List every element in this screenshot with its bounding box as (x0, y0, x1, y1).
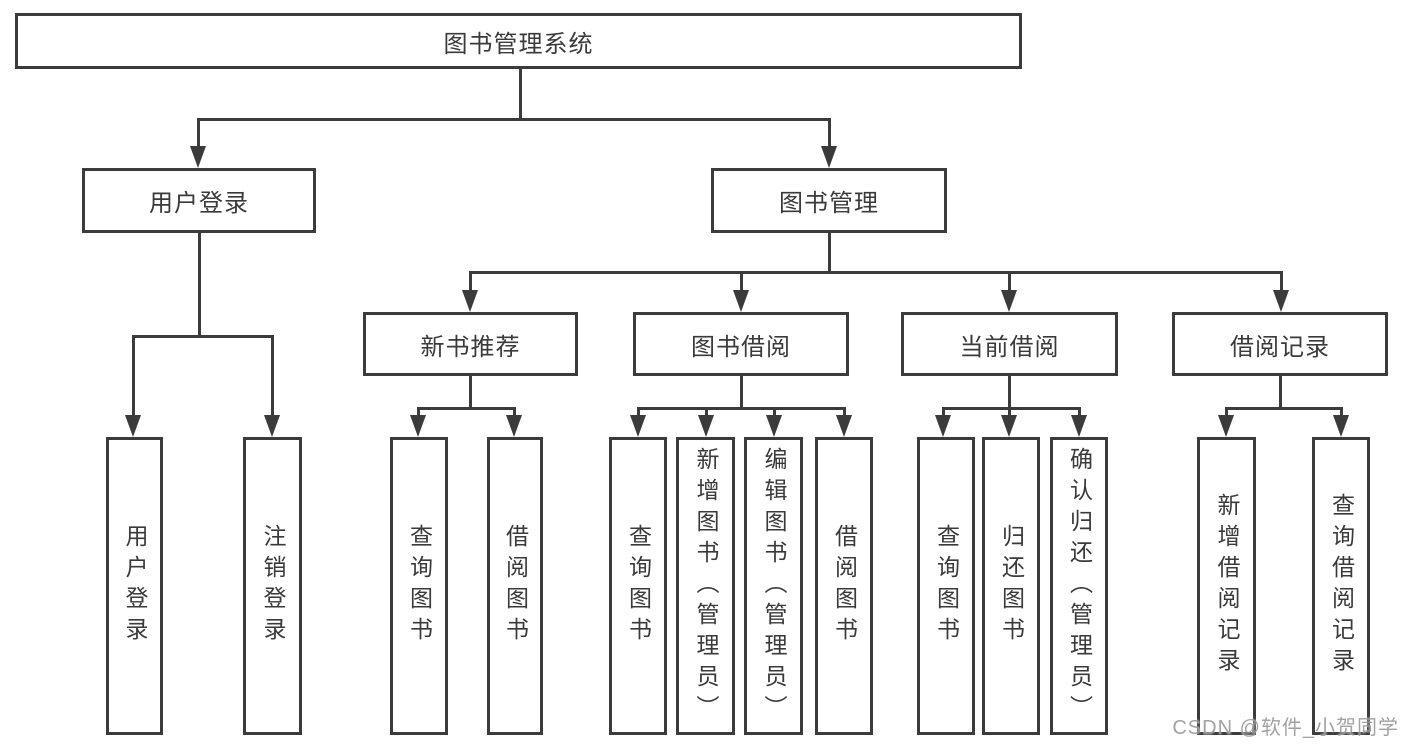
connector-line (843, 407, 846, 417)
leaf-add-borrow-record: 新增借阅记录 (1197, 437, 1256, 735)
arrow-down-icon (410, 415, 426, 437)
leaf-query-books-current: 查询图书 (917, 437, 975, 735)
leaf-borrow-books: 借阅图书 (815, 437, 873, 735)
node-new-book-recommendation: 新书推荐 (363, 312, 578, 376)
connector-line (705, 407, 708, 417)
leaf-borrow-books-recommend: 借阅图书 (487, 437, 543, 735)
leaf-query-borrow-record: 查询借阅记录 (1312, 437, 1370, 735)
connector-line (637, 407, 844, 410)
connector-line (469, 271, 472, 291)
arrow-down-icon (125, 415, 141, 437)
connector-line (519, 69, 522, 118)
leaf-query-books-borrowing: 查询图书 (609, 437, 667, 735)
leaf-confirm-return-admin: 确认归还（管理员） (1050, 437, 1108, 735)
arrow-down-icon (1218, 415, 1234, 437)
connector-line (417, 407, 515, 410)
connector-line (828, 118, 831, 148)
arrow-down-icon (264, 415, 280, 437)
connector-line (637, 407, 640, 417)
node-book-management: 图书管理 (711, 168, 947, 233)
leaf-edit-books-admin: 编辑图书（管理员） (744, 437, 803, 735)
connector-line (1008, 271, 1011, 291)
connector-line (469, 271, 1282, 274)
leaf-return-books: 归还图书 (982, 437, 1040, 735)
connector-line (513, 407, 516, 417)
connector-line (198, 233, 201, 335)
connector-line (1279, 376, 1282, 407)
connector-line (132, 335, 135, 417)
watermark: CSDN @软件_小贺同学 (1172, 717, 1399, 739)
node-current-borrowing: 当前借阅 (901, 312, 1118, 376)
connector-line (740, 271, 743, 291)
arrow-down-icon (766, 415, 782, 437)
connector-line (942, 407, 945, 417)
connector-line (417, 407, 420, 417)
arrow-down-icon (836, 415, 852, 437)
arrow-down-icon (1333, 415, 1349, 437)
connector-line (469, 376, 472, 407)
arrow-down-icon (1001, 290, 1017, 312)
connector-line (197, 118, 200, 148)
connector-line (1340, 407, 1343, 417)
connector-line (828, 233, 831, 271)
node-library-management-system: 图书管理系统 (15, 13, 1022, 69)
node-borrowing-records: 借阅记录 (1172, 312, 1388, 376)
connector-line (1225, 407, 1342, 410)
connector-line (740, 376, 743, 407)
arrow-down-icon (190, 146, 206, 168)
arrow-down-icon (506, 415, 522, 437)
arrow-down-icon (1071, 415, 1087, 437)
arrow-down-icon (733, 290, 749, 312)
connector-line (1225, 407, 1228, 417)
connector-line (271, 335, 274, 417)
connector-line (1280, 271, 1283, 291)
leaf-logout: 注销登录 (243, 437, 302, 735)
node-user-login: 用户登录 (82, 168, 316, 233)
leaf-query-books-recommend: 查询图书 (390, 437, 448, 735)
arrow-down-icon (1273, 290, 1289, 312)
arrow-down-icon (821, 146, 837, 168)
leaf-add-books-admin: 新增图书（管理员） (676, 437, 735, 735)
arrow-down-icon (1001, 415, 1017, 437)
connector-line (1008, 376, 1011, 407)
connector-line (1008, 407, 1011, 417)
connector-line (1078, 407, 1081, 417)
arrow-down-icon (935, 415, 951, 437)
node-book-borrowing: 图书借阅 (633, 312, 849, 376)
leaf-user-login: 用户登录 (106, 437, 163, 735)
connector-line (773, 407, 776, 417)
arrow-down-icon (698, 415, 714, 437)
connector-line (132, 335, 274, 338)
arrow-down-icon (462, 290, 478, 312)
connector-line (197, 118, 830, 121)
arrow-down-icon (630, 415, 646, 437)
